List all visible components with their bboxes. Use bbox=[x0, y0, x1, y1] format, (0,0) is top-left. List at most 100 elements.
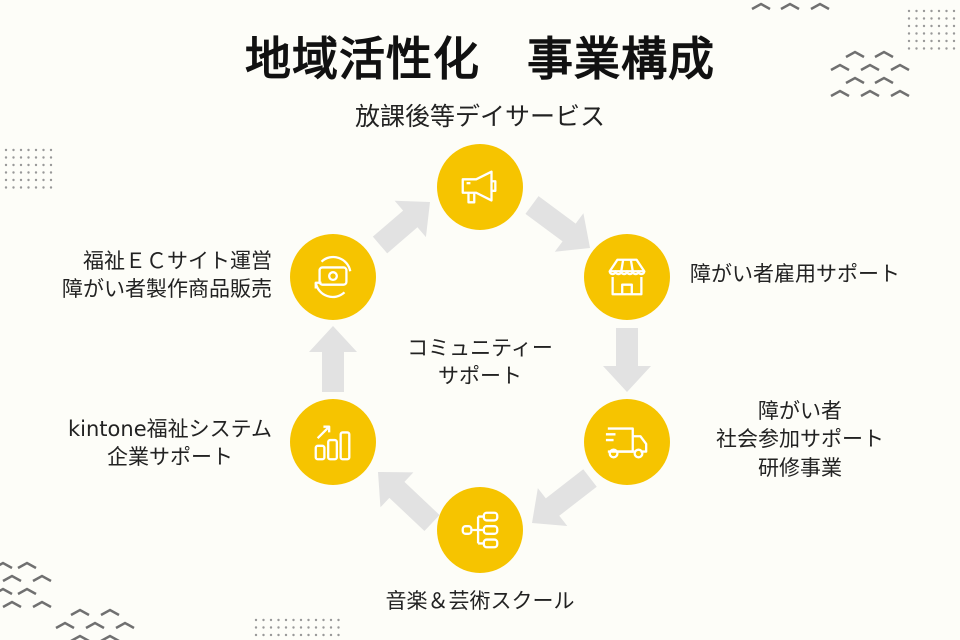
dot-decoration bbox=[27, 148, 30, 152]
dot-decoration bbox=[337, 633, 340, 637]
dot-decoration bbox=[945, 47, 948, 50]
dot-decoration bbox=[329, 618, 333, 622]
dot-decoration bbox=[12, 156, 15, 159]
center-label-line: コミュニティー bbox=[407, 336, 553, 360]
dot-decoration bbox=[937, 24, 941, 28]
label-line: 障がい者製作商品販売 bbox=[62, 277, 272, 302]
dot-decoration bbox=[292, 633, 295, 637]
dot-decoration bbox=[915, 39, 918, 43]
dot-decoration bbox=[930, 39, 933, 43]
dot-decoration bbox=[314, 633, 318, 637]
page-title: 地域活性化 事業構成 bbox=[245, 32, 715, 86]
dot-decoration bbox=[915, 47, 918, 50]
dot-decoration bbox=[922, 32, 926, 35]
dot-decoration bbox=[12, 186, 15, 189]
chevron-decoration bbox=[100, 608, 120, 617]
dot-decoration bbox=[254, 633, 258, 637]
dot-decoration bbox=[262, 618, 265, 622]
chevron-decoration bbox=[17, 587, 37, 596]
dot-decoration bbox=[952, 39, 956, 43]
dot-decoration bbox=[322, 618, 325, 622]
arrow-up-left bbox=[378, 472, 440, 531]
chevron-decoration bbox=[0, 587, 13, 596]
dot-decoration bbox=[269, 618, 273, 622]
dot-decoration bbox=[262, 626, 265, 629]
dot-decoration bbox=[337, 618, 340, 622]
dot-decoration bbox=[34, 148, 38, 152]
label-art-school: 音楽＆芸術スクール bbox=[330, 587, 630, 615]
dot-decoration bbox=[930, 32, 933, 35]
dot-decoration bbox=[27, 156, 30, 159]
dot-decoration bbox=[27, 163, 30, 167]
dot-decoration bbox=[945, 32, 948, 35]
dot-decoration bbox=[4, 156, 8, 159]
chevron-decoration bbox=[890, 63, 910, 72]
label-line: 音楽＆芸術スクール bbox=[385, 589, 575, 613]
label-ec-site: 福祉ＥＣサイト運営 障がい者製作商品販売 bbox=[20, 247, 272, 304]
dot-decoration bbox=[277, 626, 280, 629]
dot-decoration bbox=[329, 633, 333, 637]
dot-decoration bbox=[952, 24, 956, 28]
dot-decoration bbox=[49, 186, 53, 189]
dot-decoration bbox=[284, 633, 288, 637]
node-right-bottom bbox=[584, 399, 670, 485]
chevron-decoration bbox=[2, 574, 22, 583]
arrow-down-left bbox=[532, 469, 597, 527]
money-cycle-icon bbox=[314, 255, 352, 299]
dot-decoration bbox=[34, 186, 38, 189]
dot-decoration bbox=[952, 32, 956, 35]
dot-decoration bbox=[299, 633, 303, 637]
dot-decoration bbox=[269, 633, 273, 637]
dot-decoration bbox=[307, 618, 310, 622]
dot-decoration bbox=[262, 633, 265, 637]
dot-decoration bbox=[27, 171, 30, 174]
chevron-decoration bbox=[845, 50, 865, 59]
chevron-decoration bbox=[830, 63, 850, 72]
dot-decoration bbox=[322, 626, 325, 629]
chevron-decoration bbox=[874, 76, 894, 85]
dot-decoration bbox=[42, 156, 45, 159]
dot-decoration bbox=[307, 633, 310, 637]
dot-decoration bbox=[42, 163, 45, 167]
dot-decoration bbox=[922, 47, 926, 50]
dot-decoration bbox=[307, 626, 310, 629]
arrow-up-right bbox=[372, 200, 430, 254]
chevron-decoration bbox=[780, 2, 800, 11]
dot-decoration bbox=[19, 186, 23, 189]
dot-decoration bbox=[937, 17, 941, 20]
dot-decoration bbox=[277, 618, 280, 622]
chevron-decoration bbox=[32, 574, 52, 583]
dot-decoration bbox=[42, 186, 45, 189]
dot-decoration bbox=[12, 148, 15, 152]
dot-decoration bbox=[907, 24, 911, 28]
label-line: 障がい者 bbox=[758, 399, 842, 423]
dot-decoration bbox=[922, 39, 926, 43]
store-icon bbox=[608, 258, 646, 296]
dot-decoration bbox=[915, 9, 918, 13]
node-top bbox=[437, 144, 523, 230]
chevron-decoration bbox=[874, 50, 894, 59]
node-left-top bbox=[290, 234, 376, 320]
label-line: 福祉ＥＣサイト運営 bbox=[83, 249, 272, 273]
dot-decoration bbox=[27, 186, 30, 189]
dot-decoration bbox=[945, 9, 948, 13]
dot-decoration bbox=[299, 626, 303, 629]
node-left-bottom bbox=[290, 399, 376, 485]
chevron-decoration bbox=[845, 76, 865, 85]
dot-decoration bbox=[907, 9, 911, 13]
dot-decoration bbox=[277, 633, 280, 637]
dot-decoration bbox=[49, 163, 53, 167]
dot-decoration bbox=[314, 626, 318, 629]
label-social-participation: 障がい者 社会参加サポート 研修事業 bbox=[690, 397, 910, 482]
label-line: kintone福祉システム bbox=[68, 417, 272, 441]
dot-decoration bbox=[329, 626, 333, 629]
dot-decoration bbox=[4, 148, 8, 152]
arrow-down bbox=[603, 328, 651, 392]
dot-decoration bbox=[907, 32, 911, 35]
dot-decoration bbox=[254, 618, 258, 622]
label-line: 研修事業 bbox=[758, 455, 842, 480]
dot-decoration bbox=[49, 148, 53, 152]
dot-decoration bbox=[930, 17, 933, 20]
arrow-up bbox=[309, 326, 357, 392]
